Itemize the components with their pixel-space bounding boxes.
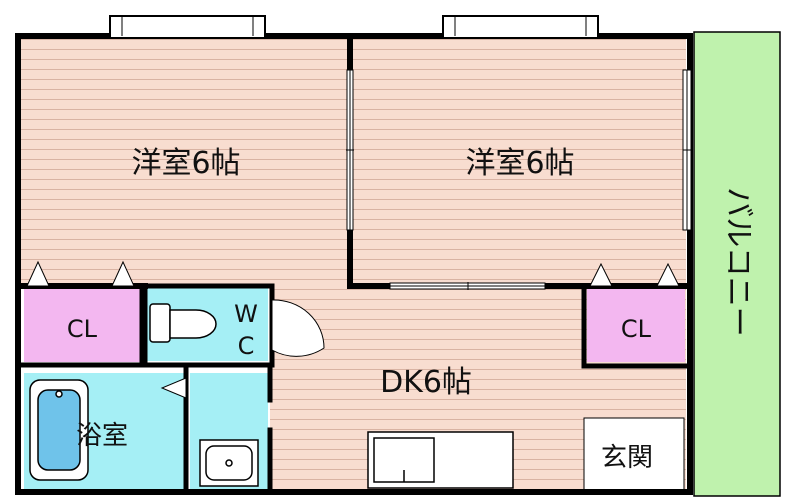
- washbasin-icon: [199, 439, 259, 487]
- western-room-right-floor: [350, 38, 686, 286]
- room-label-closet-right: CL: [621, 315, 652, 343]
- sliding-door-to-balcony: [682, 69, 692, 231]
- entrance-area: [583, 417, 685, 491]
- closet-doors: [26, 260, 680, 287]
- sliding-door-between-rooms: [346, 69, 354, 231]
- closet-left-area: [24, 288, 140, 362]
- room-label-western-left: 洋室6帖: [131, 146, 240, 181]
- window-top-left: [109, 15, 266, 39]
- bath-door: [160, 377, 187, 438]
- toilet-door-swing: [271, 299, 325, 357]
- room-label-dining-kitchen: DK6帖: [380, 365, 472, 400]
- room-label-entrance: 玄関: [601, 443, 653, 473]
- room-label-toilet-w: W: [234, 300, 258, 328]
- sliding-door-right-room: [389, 282, 546, 290]
- room-label-closet-left: CL: [67, 315, 98, 343]
- balcony-area: [693, 31, 781, 497]
- room-label-bathroom: 浴室: [76, 421, 128, 451]
- bathtub-icon: [29, 379, 89, 481]
- room-label-balcony: バルコニー: [721, 187, 756, 336]
- room-label-western-right: 洋室6帖: [465, 146, 574, 181]
- toilet-icon: [149, 303, 217, 343]
- kitchen-counter: [367, 431, 514, 489]
- closet-right-area: [587, 288, 685, 362]
- western-room-left-floor: [20, 38, 350, 286]
- room-label-toilet-c: C: [238, 332, 255, 360]
- window-top-right: [442, 15, 599, 39]
